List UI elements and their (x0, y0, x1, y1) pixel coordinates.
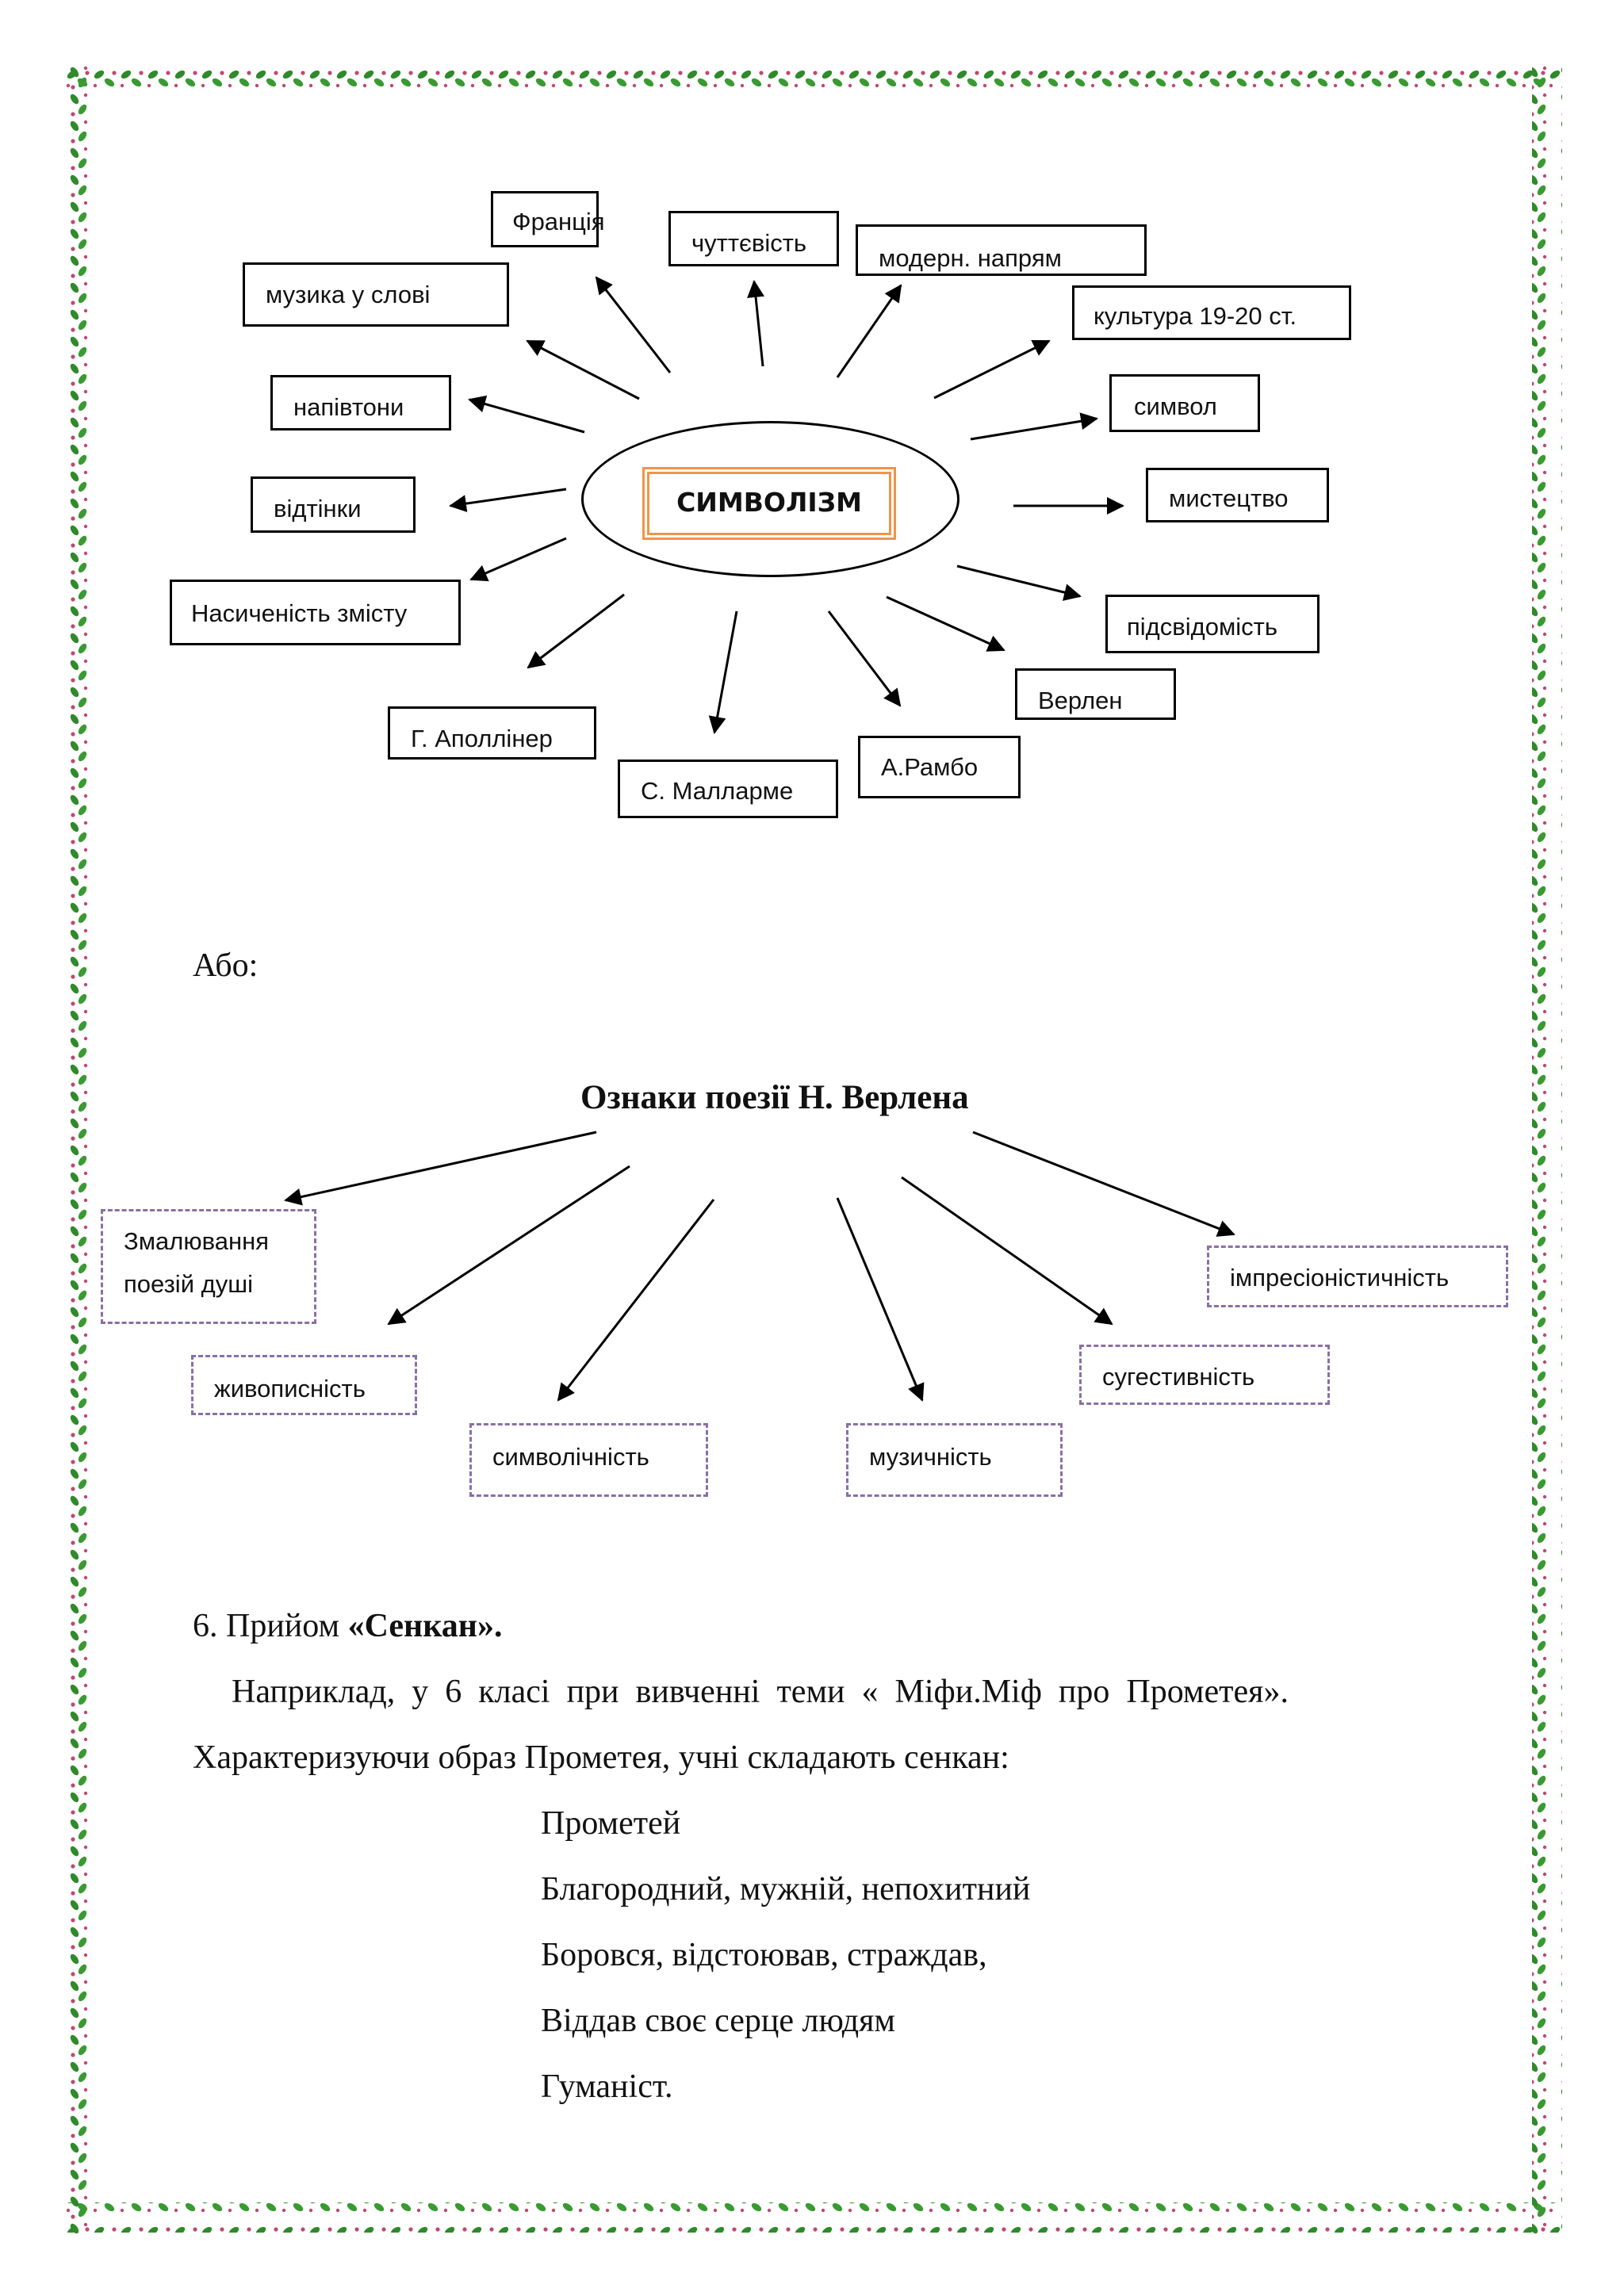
node-vidtinky-label: відтінки (274, 495, 362, 522)
node-pidsvidomist: підсвідомість (1105, 595, 1320, 653)
arrow-to-sugestyvnist (901, 1176, 1113, 1326)
arrow-to-symvol (970, 412, 1098, 441)
node-napivtony-label: напівтони (293, 393, 404, 421)
arrow-to-nasychenist (469, 537, 567, 582)
node-zmaluvannia-line2: поезій душі (124, 1270, 253, 1298)
node-muzychnist: музичність (846, 1423, 1063, 1497)
node-kultura: культура 19-20 ст. (1072, 285, 1351, 340)
node-symvol: символ (1109, 374, 1260, 432)
section6-para-line2: Характеризуючи образ Прометея, учні скла… (193, 1739, 1009, 1776)
node-impresionistychnist: імпресіоністичність (1207, 1246, 1508, 1307)
node-apolliner: Г. Аполлінер (388, 706, 596, 760)
arrow-to-zmaluvannia (284, 1131, 597, 1206)
diagram2-title: Ознаки поезії Н. Верлена (580, 1079, 969, 1116)
abo-text: Або: (193, 947, 259, 984)
node-symvol-label: символ (1134, 392, 1217, 420)
arrow-to-vidtinky (449, 488, 567, 513)
node-francia: Франція (491, 191, 605, 247)
node-zhyvopysnist: живописність (191, 1355, 417, 1415)
node-chuttevist: чуттєвість (668, 211, 839, 266)
arrow-to-apolliner (527, 593, 625, 669)
center-label: СИМВОЛІЗМ (642, 467, 896, 540)
node-sugestyvnist: сугестивність (1079, 1345, 1330, 1405)
node-nasychenist-label: Насиченість змісту (191, 599, 408, 627)
section6-para-line1: Наприклад, у 6 класі при вивченні теми «… (232, 1674, 1289, 1710)
arrow-to-chuttevist (747, 280, 764, 367)
node-mallarme-label: С. Малларме (641, 777, 794, 805)
node-zmaluvannia: Змалювання поезій душі (101, 1209, 316, 1324)
cinquain-line-1: Прометей (541, 1805, 681, 1842)
node-kultura-label: культура 19-20 ст. (1094, 302, 1297, 330)
arrow-to-verlen (886, 595, 1005, 652)
node-francia-label: Франція (512, 208, 605, 235)
arrow-to-pidsvidomist (956, 564, 1082, 601)
node-verlen: Верлен (1015, 668, 1176, 720)
node-napivtony: напівтони (270, 375, 451, 430)
arrow-to-napivtony (468, 395, 585, 434)
section6-number: 6. Прийом (193, 1608, 348, 1644)
cinquain-line-5: Гуманіст. (541, 2068, 673, 2105)
node-muzyka: музика у слові (243, 262, 509, 327)
arrow-to-mallarme (708, 610, 738, 734)
arrow-to-symvolichnist (557, 1199, 715, 1402)
node-rambo-label: А.Рамбо (881, 753, 979, 781)
node-mystectvo: мистецтво (1146, 468, 1329, 522)
node-muzyka-label: музика у слові (266, 281, 431, 308)
node-vidtinky: відтінки (251, 476, 416, 533)
arrow-to-francia (595, 276, 672, 373)
node-chuttevist-label: чуттєвість (691, 229, 807, 257)
section6-name: «Сенкан». (347, 1608, 503, 1644)
node-rambo: А.Рамбо (858, 736, 1021, 798)
node-sugestyvnist-label: сугестивність (1102, 1363, 1255, 1391)
node-pidsvidomist-label: підсвідомість (1127, 613, 1277, 641)
arrow-to-rambo (827, 610, 902, 707)
node-nasychenist: Насиченість змісту (170, 580, 461, 645)
node-apolliner-label: Г. Аполлінер (411, 725, 553, 752)
arrow-to-muzychnist (836, 1197, 925, 1402)
section6-heading: 6. Прийом «Сенкан». (193, 1607, 503, 1645)
node-mallarme: С. Малларме (618, 760, 838, 818)
cinquain-line-4: Віддав своє серце людям (541, 2003, 895, 2039)
node-modern-label: модерн. напрям (879, 244, 1062, 272)
node-zmaluvannia-line1: Змалювання (124, 1227, 270, 1255)
cinquain-line-3: Боровся, відстоював, страждав, (541, 1937, 987, 1973)
arrow-to-impresionistychnist (972, 1131, 1235, 1237)
node-muzychnist-label: музичність (869, 1443, 992, 1471)
node-zhyvopysnist-label: живописність (214, 1375, 366, 1402)
node-modern: модерн. напрям (856, 224, 1147, 276)
node-symvolichnist-label: символічність (492, 1443, 649, 1471)
node-impresionistychnist-label: імпресіоністичність (1230, 1264, 1450, 1292)
arrow-to-zhyvopysnist (387, 1165, 630, 1326)
node-symvolichnist: символічність (469, 1423, 708, 1497)
arrow-to-kultura (933, 339, 1051, 400)
cinquain-line-2: Благородний, мужній, непохитний (541, 1871, 1031, 1908)
node-mystectvo-label: мистецтво (1169, 484, 1289, 512)
arrow-to-muzyka (526, 339, 640, 400)
center-ellipse (581, 421, 959, 577)
node-verlen-label: Верлен (1038, 687, 1123, 714)
arrow-to-modern (836, 284, 902, 378)
